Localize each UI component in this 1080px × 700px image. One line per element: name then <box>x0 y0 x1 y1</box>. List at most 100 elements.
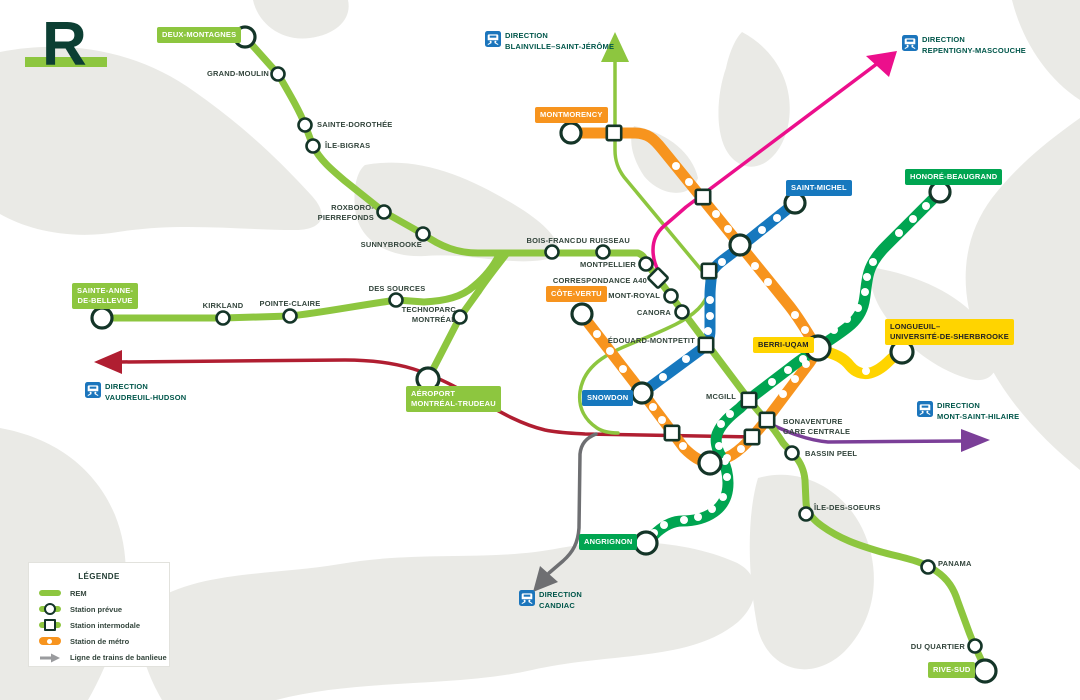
station-label-ile-des-soeurs: ÎLE-DES-SOEURS <box>814 502 881 512</box>
terminal-sainte-anne <box>90 306 114 330</box>
intermodal-gare-centrale <box>743 428 761 446</box>
rem-logo-bar <box>25 57 107 67</box>
station-bassin-peel <box>784 445 800 461</box>
intermodal-correspondance-a40 <box>647 267 669 289</box>
station-grand-moulin <box>270 66 286 82</box>
terminal-angrignon <box>633 530 659 556</box>
terminus-box-saint-michel: SAINT-MICHEL <box>786 180 852 196</box>
station-ile-bigras <box>305 138 321 154</box>
terminal-saint-michel <box>783 191 807 215</box>
stations-intermodal <box>605 124 776 446</box>
train-icon <box>519 590 535 606</box>
terminal-cote-vertu <box>570 302 594 326</box>
station-label-roxboro-pierrefonds: ROXBORO-PIERREFONDS <box>317 202 374 222</box>
station-label-mcgill: MCGILL <box>706 391 736 401</box>
station-sainte-dorothee <box>297 117 313 133</box>
station-label-sainte-dorothee: SAINTE-DOROTHÉE <box>317 119 393 129</box>
station-des-sources <box>388 292 404 308</box>
train-icon <box>902 35 918 51</box>
terminus-box-deux-montagnes: DEUX-MONTAGNES <box>157 27 242 43</box>
station-label-correspondance-a40: CORRESPONDANCE A40 <box>552 275 647 285</box>
intermodal-lucien-lallier <box>663 424 681 442</box>
rem-logo: R <box>42 10 87 79</box>
station-kirkland <box>215 310 231 326</box>
terminus-box-honore-beaugrand: HONORÉ-BEAUGRAND <box>905 169 1003 185</box>
train-icon <box>917 401 933 417</box>
intermodal-edouard-montpetit <box>697 336 715 354</box>
station-sunnybrooke <box>415 226 431 242</box>
metro-station-swatch <box>39 635 61 647</box>
metro-line-dots <box>593 162 930 537</box>
station-mont-royal <box>663 288 679 304</box>
terminal-honore-beaugrand <box>928 180 952 204</box>
station-lionel-groulx <box>697 450 723 476</box>
rem-line-swatch <box>39 587 61 599</box>
station-label-sunnybrooke: SUNNYBROOKE <box>360 239 422 249</box>
intermodal-mascouche-orange <box>694 188 712 206</box>
station-label-kirkland: KIRKLAND <box>202 300 244 310</box>
terminus-box-rive-sud: RIVE-SUD <box>928 662 976 678</box>
terminus-box-montmorency: MONTMORENCY <box>535 107 608 123</box>
station-label-canora: CANORA <box>636 307 671 317</box>
station-du-quartier <box>967 638 983 654</box>
legend: LÉGENDE REM Station prévue Station inter… <box>28 562 170 667</box>
line-blainville-saint-jerome <box>577 32 711 435</box>
station-ile-des-soeurs <box>798 506 814 522</box>
terminal-montmorency <box>559 121 583 145</box>
legend-item-station-metro: Station de métro <box>39 635 129 647</box>
planned-station-swatch <box>39 603 61 615</box>
terminus-box-longueuil: LONGUEUIL–UNIVERSITÉ-DE-SHERBROOKE <box>885 319 1014 345</box>
station-box-berri-uqam: BERRI-UQAM <box>753 337 814 353</box>
station-label-panama: PANAMA <box>938 558 972 568</box>
commuter-line-arrow-swatch <box>39 651 61 663</box>
station-canora <box>674 304 690 320</box>
station-label-du-ruisseau: DU RUISSEAU <box>576 235 630 245</box>
station-label-ile-bigras: ÎLE-BIGRAS <box>325 140 371 150</box>
station-technoparc <box>452 309 468 325</box>
station-montpellier <box>638 256 654 272</box>
station-label-pointe-claire: POINTE-CLAIRE <box>259 298 321 308</box>
station-label-bassin-peel: BASSIN PEEL <box>805 448 858 458</box>
station-panama <box>920 559 936 575</box>
terminus-box-sainte-anne-de-bellevue: SAINTE-ANNE-DE-BELLEVUE <box>72 283 139 309</box>
line-rem-aeroport-branch <box>424 249 511 383</box>
terminus-box-cote-vertu: CÔTE-VERTU <box>546 286 607 302</box>
station-label-montpellier: MONTPELLIER <box>580 259 636 269</box>
station-label-bois-franc: BOIS-FRANC <box>526 235 576 245</box>
station-roxboro-pierrefonds <box>376 204 392 220</box>
line-repentigny-mascouche <box>651 51 897 274</box>
intermodal-station-swatch <box>39 619 61 631</box>
arrow-candiac <box>533 566 558 592</box>
station-label-grand-moulin: GRAND-MOULIN <box>207 68 269 78</box>
line-candiac <box>533 432 598 592</box>
station-jean-talon <box>728 233 752 257</box>
station-label-edouard-montpetit: ÉDOUARD-MONTPETIT <box>607 335 695 345</box>
line-metro-yellow <box>814 344 907 380</box>
intermodal-bonaventure <box>758 411 776 429</box>
station-label-des-sources: DES SOURCES <box>368 283 426 293</box>
station-label-mont-royal: MONT-ROYAL <box>608 290 660 300</box>
arrow-repentigny <box>866 51 897 77</box>
arrow-blainville <box>601 32 629 62</box>
station-label-du-quartier: DU QUARTIER <box>910 641 965 651</box>
station-du-ruisseau <box>595 244 611 260</box>
intermodal-parc <box>700 262 718 280</box>
legend-item-station-intermodale: Station intermodale <box>39 619 140 631</box>
legend-title: LÉGENDE <box>78 572 120 581</box>
terminus-box-angrignon: ANGRIGNON <box>579 534 638 550</box>
station-snowdon <box>630 381 654 405</box>
legend-item-trains-banlieue: Ligne de trains de banlieue <box>39 651 167 663</box>
terminal-rive-sud <box>972 658 998 684</box>
station-box-snowdon: SNOWDON <box>582 390 634 406</box>
train-icon <box>85 382 101 398</box>
intermodal-mcgill <box>740 391 758 409</box>
arrow-mont-saint-hilaire <box>961 429 990 452</box>
